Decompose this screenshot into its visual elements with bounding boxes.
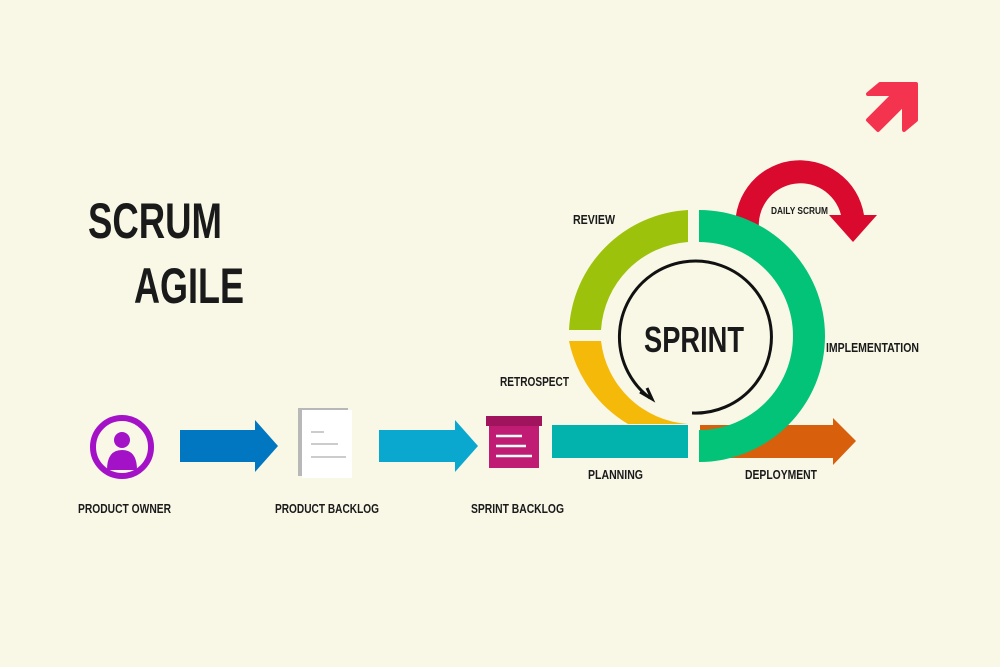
brand-arrow-icon bbox=[866, 82, 918, 132]
sprint-backlog-box-icon bbox=[486, 416, 542, 468]
planning-segment bbox=[552, 425, 688, 458]
cycle-arrow-icon bbox=[617, 259, 773, 415]
sprint-backlog-label: SPRINT BACKLOG bbox=[471, 501, 564, 516]
sprint-label: SPRINT bbox=[644, 319, 744, 360]
review-label: REVIEW bbox=[573, 212, 616, 227]
product-owner-label: PRODUCT OWNER bbox=[78, 501, 171, 516]
title-agile: AGILE bbox=[134, 258, 244, 314]
deployment-label: DEPLOYMENT bbox=[745, 467, 817, 482]
title-scrum: SCRUM bbox=[88, 193, 222, 249]
planning-label: PLANNING bbox=[588, 467, 643, 482]
flow-arrow-1 bbox=[180, 420, 278, 472]
retrospect-label: RETROSPECT bbox=[500, 374, 569, 389]
review-segment bbox=[569, 210, 688, 330]
daily-scrum-arrow bbox=[735, 160, 877, 242]
retrospect-segment bbox=[569, 341, 688, 424]
document-icon bbox=[298, 408, 352, 478]
implementation-segment bbox=[699, 210, 825, 462]
daily-scrum-label: DAILY SCRUM bbox=[771, 206, 828, 217]
product-owner-icon bbox=[90, 415, 154, 479]
product-backlog-label: PRODUCT BACKLOG bbox=[275, 501, 379, 516]
flow-arrow-2 bbox=[379, 420, 478, 472]
implementation-label: IMPLEMENTATION bbox=[826, 340, 919, 355]
